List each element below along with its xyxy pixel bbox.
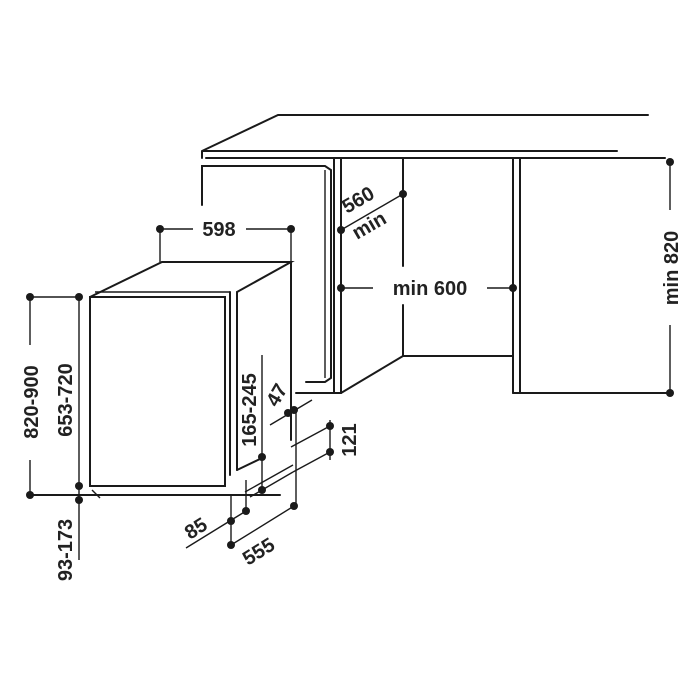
dim-93-173-label: 93-173: [55, 519, 77, 581]
countertop: [201, 114, 666, 159]
dim-plinth-recess: 165-245: [239, 355, 266, 494]
dim-door-height: 653-720: [55, 293, 83, 560]
dim-165-245-label: 165-245: [239, 373, 261, 446]
dim-plinth-height: 93-173: [55, 496, 83, 581]
adjacent-cabinet-door: [201, 165, 332, 383]
dim-47-label: 47: [262, 380, 292, 410]
dim-depth-560: 560 min: [337, 183, 407, 244]
dim-121-label: 121: [339, 423, 361, 456]
dim-gap-47: 47: [262, 380, 313, 506]
dim-width-598: 598: [156, 219, 295, 262]
dim-height-820: min 820: [661, 158, 683, 397]
dim-gap-121: 121: [290, 420, 361, 473]
dim-598-label: 598: [202, 219, 235, 241]
dim-plinth-depth: 85: [181, 480, 250, 549]
dim-555-label: 555: [239, 534, 279, 570]
dim-600-label: min 600: [393, 278, 467, 300]
dim-85-label: 85: [181, 514, 212, 544]
dishwasher: [29, 261, 295, 499]
dim-820-label: min 820: [661, 231, 683, 305]
dim-depth-555: 555: [227, 502, 298, 570]
niche: [295, 158, 669, 394]
dim-820-900-label: 820-900: [21, 365, 43, 438]
dim-653-720-label: 653-720: [55, 363, 77, 436]
dim-width-600: min 600: [337, 278, 517, 300]
dim-total-height: 820-900: [21, 293, 79, 499]
